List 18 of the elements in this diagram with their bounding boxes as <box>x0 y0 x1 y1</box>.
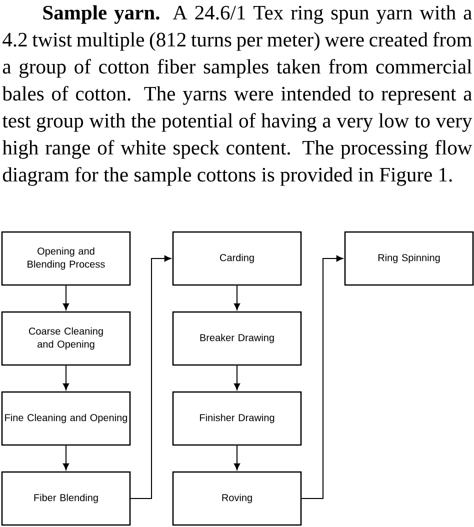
arrow <box>130 255 172 499</box>
arrow <box>301 255 344 499</box>
process-box: Carding <box>172 231 302 286</box>
arrow <box>234 365 240 390</box>
arrow <box>62 365 70 390</box>
arrow <box>62 285 70 310</box>
body-paragraph: Sample yarn. A 24.6/1 Tex ring spun yarn with a 4.2 twist multiple (812 turns per meter) were created from a group of cotton fiber samples taken from commercial bales of cotton. The yarns were intended to represent a test group with the potential of having a very low to very high range of white speck content. The processing flow diagram for the sample cottons is provided in Figure 1. <box>2 5 472 186</box>
process-box: Roving <box>172 471 302 526</box>
process-box: Coarse Cleaning and Opening <box>1 311 131 366</box>
process-box: Fiber Blending <box>1 471 131 526</box>
process-box: Fine Cleaning and Opening <box>1 391 131 446</box>
arrow <box>234 445 240 470</box>
arrow <box>234 285 240 310</box>
process-box: Breaker Drawing <box>172 311 302 366</box>
arrow <box>62 445 70 470</box>
process-box: Opening and Blending Process <box>1 231 131 286</box>
process-box: Ring Spinning <box>344 231 474 286</box>
process-box: Finisher Drawing <box>172 391 302 446</box>
